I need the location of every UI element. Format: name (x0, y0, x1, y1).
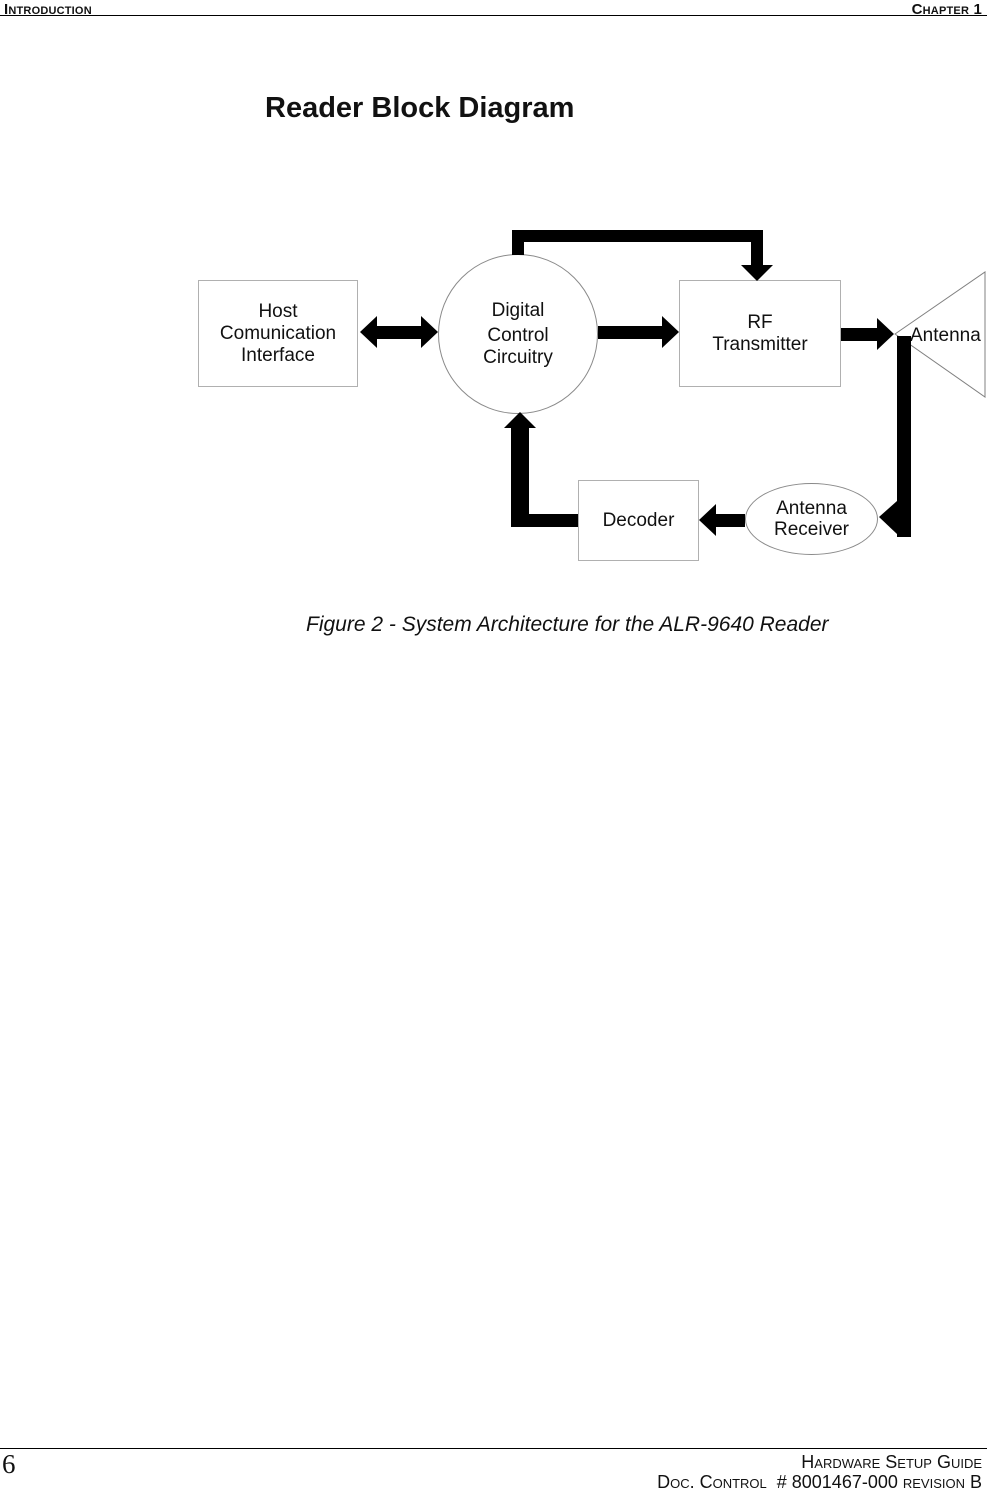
footer-guide-title: Hardware Setup Guide (801, 1452, 982, 1472)
node-label-line: Antenna (776, 498, 847, 519)
arrow-dcc-rf-direct (598, 316, 679, 348)
arrow-decoder-dcc-vertical (511, 428, 529, 527)
node-rf-transmitter: RF Transmitter (679, 280, 841, 387)
node-label-line: Receiver (774, 519, 849, 540)
node-host-comunication-interface: Host Comunication Interface (198, 280, 358, 387)
node-label-line: Interface (241, 344, 315, 366)
header-rule (0, 15, 987, 16)
page-number: 6 (2, 1449, 16, 1479)
node-label-line: RF (747, 311, 773, 333)
node-label-line: Control (487, 324, 549, 346)
header-section-label: Introduction (4, 1, 92, 18)
arrow-decoder-dcc-head (504, 412, 536, 428)
figure-caption: Figure 2 - System Architecture for the A… (306, 613, 829, 636)
arrow-host-dcc-bidirectional (360, 316, 438, 348)
node-label-line: Circuitry (483, 346, 553, 368)
node-antenna-label: Antenna (910, 325, 981, 346)
footer-doc-control: Doc. Control # 8001467-000 revision B (657, 1472, 982, 1492)
node-label-line: Transmitter (712, 333, 808, 355)
arrow-antenna-receiver-head (879, 501, 897, 534)
page-title: Reader Block Diagram (265, 92, 575, 124)
node-label-line: Decoder (602, 509, 675, 531)
node-label-line: Comunication (219, 322, 337, 344)
footer-rule (0, 1448, 987, 1449)
node-label-line: Digital (491, 299, 545, 321)
node-antenna-receiver: Antenna Receiver (745, 483, 878, 555)
antenna-horn-shape (894, 271, 986, 398)
node-label-line: Host (258, 300, 298, 322)
header-chapter-label: Chapter 1 (911, 1, 982, 18)
arrow-decoder-dcc-horizontal (511, 514, 578, 527)
arrow-dcc-rf-top-loop-head (741, 265, 773, 281)
node-digital-control-circuitry: Digital Control Circuitry (438, 254, 598, 414)
node-decoder: Decoder (578, 480, 699, 561)
arrow-receiver-decoder (699, 504, 745, 536)
